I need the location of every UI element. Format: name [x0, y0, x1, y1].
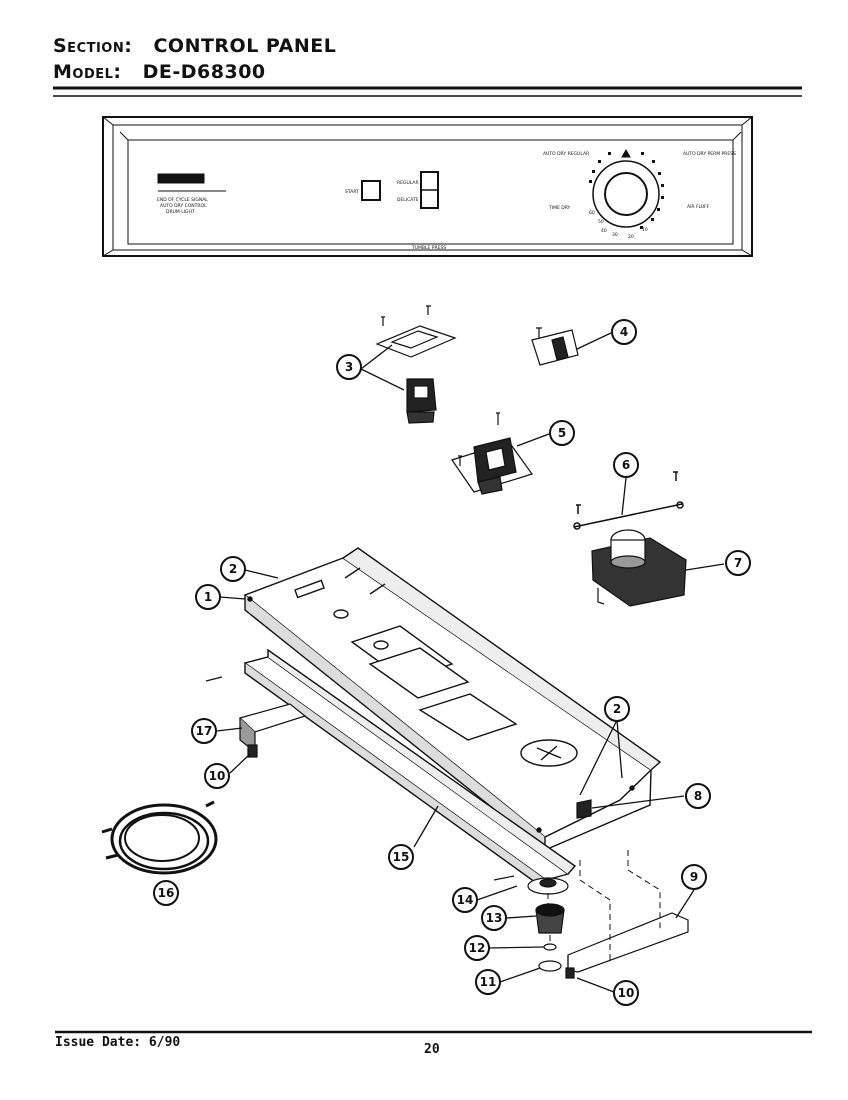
svg-text:DRUM LIGHT: DRUM LIGHT	[166, 209, 195, 215]
svg-text:50: 50	[598, 219, 604, 225]
panel-text: END OF CYCLE SIGNAL AUTO DRY CONTROL DRU…	[157, 151, 736, 251]
model-value: DE-D68300	[142, 61, 266, 83]
svg-text:REGULAR: REGULAR	[397, 180, 419, 186]
svg-text:5: 5	[558, 426, 566, 440]
model-key: Model:	[53, 61, 122, 83]
svg-text:AUTO DRY REGULAR: AUTO DRY REGULAR	[543, 151, 589, 157]
svg-text:END OF CYCLE SIGNAL: END OF CYCLE SIGNAL	[157, 197, 208, 203]
svg-text:9: 9	[690, 870, 698, 884]
terminal-block	[531, 327, 579, 366]
callout-circles	[153, 319, 751, 1006]
dial-tick-marks	[589, 152, 664, 229]
svg-text:13: 13	[486, 911, 503, 925]
section-line: Section: CONTROL PANEL	[53, 35, 336, 57]
svg-text:10: 10	[642, 227, 648, 233]
left-clip-bracket	[205, 676, 307, 758]
svg-text:7: 7	[734, 556, 742, 570]
lower-channel	[243, 648, 577, 892]
svg-text:30: 30	[612, 232, 618, 238]
wire-harness	[101, 800, 218, 875]
section-value: CONTROL PANEL	[153, 35, 337, 57]
svg-text:14: 14	[457, 893, 474, 907]
control-panel-bracket	[243, 547, 662, 852]
svg-text:AUTO DRY PERM PRESS: AUTO DRY PERM PRESS	[683, 151, 736, 157]
callout-numbers: 1 2 2 3 4 5 6 7 8 9 10 10 11 12 13 14 15…	[158, 325, 743, 1000]
start-button	[361, 180, 381, 201]
knob-assembly	[493, 875, 569, 972]
svg-text:DELICATE: DELICATE	[397, 197, 419, 203]
svg-text:2: 2	[229, 562, 237, 576]
svg-text:AUTO DRY CONTROL: AUTO DRY CONTROL	[160, 203, 207, 209]
svg-text:2: 2	[613, 702, 621, 716]
timer-motor	[591, 529, 687, 607]
svg-text:6: 6	[622, 458, 630, 472]
timer-dial	[592, 160, 660, 228]
svg-text:START: START	[345, 189, 359, 195]
control-panel-front-view	[102, 116, 753, 257]
svg-text:11: 11	[480, 975, 497, 989]
svg-text:1: 1	[204, 590, 212, 604]
svg-text:3: 3	[345, 360, 353, 374]
svg-text:8: 8	[694, 789, 702, 803]
start-switch-bracket	[451, 412, 533, 495]
model-line: Model: DE-D68300	[53, 61, 266, 83]
svg-text:16: 16	[158, 886, 175, 900]
selector-switch-assembly	[375, 305, 457, 424]
timer-knob	[604, 172, 648, 216]
svg-text:TUMBLE PRESS: TUMBLE PRESS	[411, 245, 446, 251]
svg-text:10: 10	[618, 986, 635, 1000]
brand-logo	[157, 173, 205, 184]
svg-text:20: 20	[628, 234, 634, 240]
leader-lines	[216, 332, 725, 993]
svg-text:17: 17	[196, 724, 213, 738]
page-number: 20	[424, 1042, 440, 1057]
dashed-guide-lines	[547, 850, 661, 960]
svg-text:10: 10	[209, 769, 226, 783]
svg-text:12: 12	[469, 941, 486, 955]
svg-text:60: 60	[589, 210, 595, 216]
svg-text:AIR FLUFF: AIR FLUFF	[687, 204, 710, 210]
svg-text:4: 4	[620, 325, 628, 339]
section-key: Section:	[53, 35, 133, 57]
svg-text:TIME DRY: TIME DRY	[548, 205, 571, 211]
right-end-bracket	[565, 799, 689, 979]
ground-strap	[573, 471, 684, 530]
svg-text:15: 15	[393, 850, 410, 864]
issue-date: Issue Date: 6/90	[55, 1035, 181, 1050]
svg-text:40: 40	[601, 228, 607, 234]
